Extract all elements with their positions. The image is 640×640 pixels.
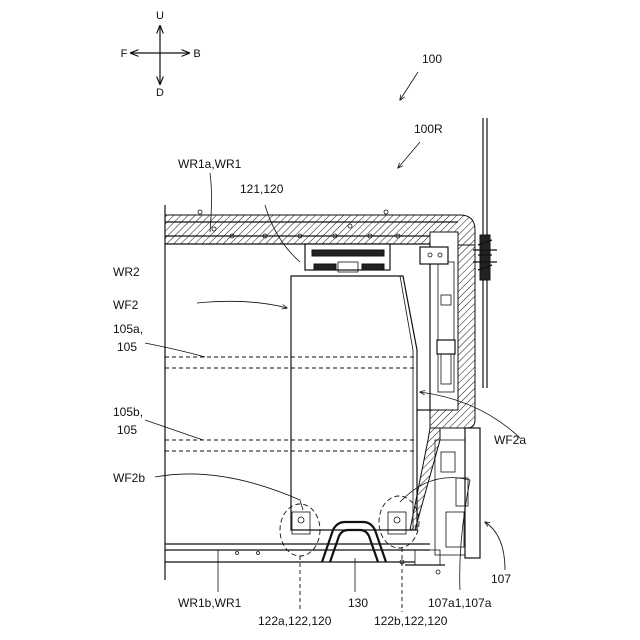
label-122b: 122b,122,120 [374,614,448,628]
fan-unit [305,244,390,272]
label-121: 121,120 [240,182,284,196]
direction-indicator: U D F B [121,10,201,99]
label-wf2a: WF2a [494,433,526,447]
dir-down: D [156,87,164,99]
label-105a: 105a, [113,322,143,336]
label-wf2b: WF2b [113,471,145,485]
label-wr1b: WR1b,WR1 [178,596,242,610]
label-130: 130 [348,596,368,610]
label-105b-2: 105 [117,423,137,437]
label-105b: 105b, [113,405,143,419]
antenna [473,118,497,388]
dir-back: B [193,48,200,60]
dir-up: U [156,10,164,22]
label-107: 107 [491,572,511,586]
label-100R: 100R [414,122,443,136]
label-wf2: WF2 [113,298,139,312]
dir-front: F [121,48,128,60]
label-107a: 107a1,107a [428,596,492,610]
label-105a-2: 105 [117,340,137,354]
label-122a: 122a,122,120 [258,614,332,628]
label-100: 100 [422,52,442,66]
filter-wf2 [291,276,417,530]
label-wr1a: WR1a,WR1 [178,157,242,171]
label-wr2: WR2 [113,265,140,279]
brackets [280,496,419,562]
